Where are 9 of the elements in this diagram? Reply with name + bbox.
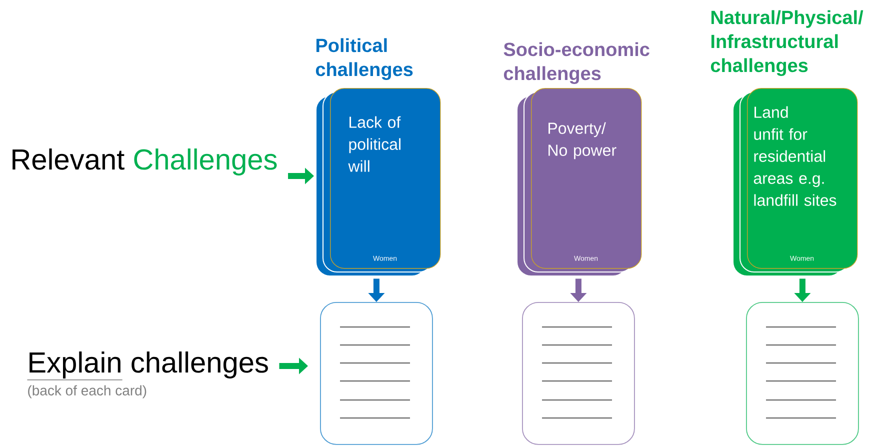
card-title: Political challenges <box>316 38 413 80</box>
blank-card <box>746 302 859 445</box>
row-label: Relevant Challenges <box>12 148 277 176</box>
note-text: (back of each card) <box>28 385 146 398</box>
blank-card <box>320 302 433 445</box>
row-label: Explain challenges <box>27 351 268 380</box>
card-title: Natural/Physical/ Infrastructural challenges <box>710 10 864 76</box>
card-title: Socio-economic challenges <box>504 42 650 84</box>
blank-card <box>522 302 635 445</box>
